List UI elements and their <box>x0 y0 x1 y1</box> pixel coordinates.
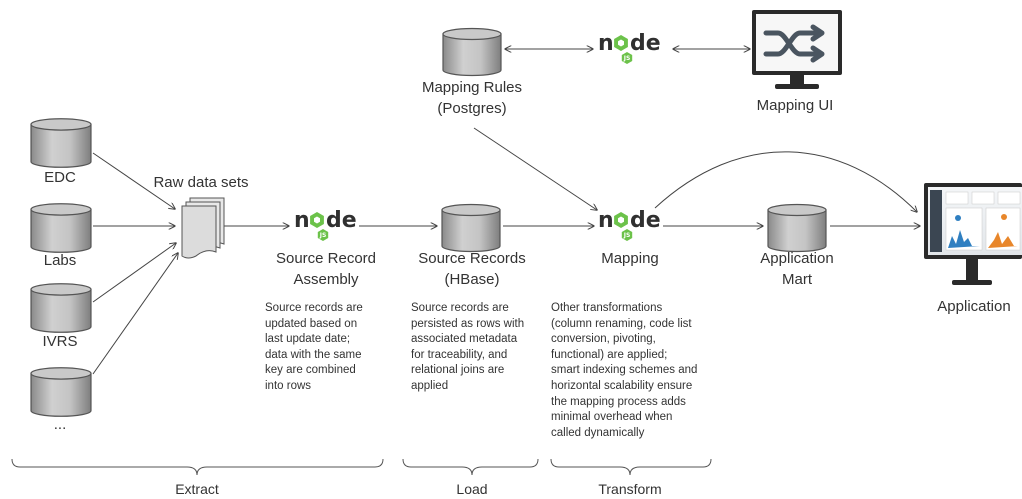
node-letter-n: n <box>598 31 614 56</box>
node-js-badge-label: JS <box>623 55 631 62</box>
mapping-ui-label: Mapping UI <box>756 97 834 114</box>
node-letters-de: de <box>630 31 661 56</box>
postgres-database-icon <box>442 27 502 77</box>
source-record-assembly-label: Source Record Assembly <box>262 248 390 290</box>
mapping-note: Other transformations (column renaming, … <box>551 302 698 439</box>
extract-bracket <box>11 458 384 476</box>
more-sources-label: ... <box>53 416 67 433</box>
load-phase-label: Load <box>456 481 488 497</box>
raw-data-sets-label: Raw data sets <box>153 174 249 191</box>
extract-phase-label: Extract <box>175 481 219 497</box>
arrow-rules-to-mapping <box>473 127 597 210</box>
mapping-label: Mapping <box>601 250 659 267</box>
source-records-hbase-note: Source records are persisted as rows wit… <box>411 302 525 392</box>
arrow-more-to-raw <box>92 253 178 375</box>
application-monitor-icon <box>924 183 1022 285</box>
node-letter-n: n <box>598 208 614 233</box>
labs-database-icon <box>30 203 92 253</box>
application-mart-database-icon <box>767 203 827 253</box>
node-js-badge-label: JS <box>623 232 631 239</box>
node-letter-n: n <box>294 208 310 233</box>
node-js-badge <box>621 52 633 64</box>
raw-data-sets-icon <box>181 197 225 259</box>
ivrs-label: IVRS <box>42 333 78 350</box>
arrow-mapping-to-application-curve <box>654 151 917 212</box>
labs-label: Labs <box>43 252 77 269</box>
mapping-rules-label: Mapping Rules (Postgres) <box>408 77 536 119</box>
application-mart-label: Application Mart <box>738 248 856 290</box>
node-js-badge <box>621 229 633 241</box>
shuffle-icon <box>763 24 825 63</box>
connectors <box>92 49 920 375</box>
edc-label: EDC <box>44 169 76 186</box>
transform-bracket <box>550 458 712 476</box>
more-sources-database-icon <box>30 367 92 417</box>
node-letters-de: de <box>630 208 661 233</box>
arrow-edc-to-raw <box>92 152 175 209</box>
source-records-hbase-line1: Source Records <box>418 250 526 267</box>
source-records-hbase-label: Source Records (HBase) <box>405 248 539 290</box>
mapping-rules-line1: Mapping Rules <box>421 79 523 96</box>
node-js-badge <box>317 229 329 241</box>
transform-phase-label: Transform <box>598 481 662 497</box>
hbase-database-icon <box>441 203 501 253</box>
source-record-assembly-line2: Assembly <box>293 271 359 288</box>
phase-brackets <box>11 458 712 476</box>
edc-database-icon <box>30 118 92 168</box>
ivrs-database-icon <box>30 283 92 333</box>
source-record-assembly-note: Source records are updated based on last… <box>265 302 363 392</box>
node-letters-de: de <box>326 208 357 233</box>
application-label: Application <box>937 298 1011 315</box>
load-bracket <box>402 458 539 476</box>
node-js-badge-label: JS <box>319 232 327 239</box>
source-record-assembly-line1: Source Record <box>275 250 377 267</box>
application-mart-line2: Mart <box>782 271 812 288</box>
source-records-hbase-line2: (HBase) <box>444 271 500 288</box>
arrow-ivrs-to-raw <box>92 243 176 303</box>
mapping-ui-monitor-icon <box>752 10 842 89</box>
mapping-rules-line2: (Postgres) <box>437 100 507 117</box>
application-mart-line1: Application <box>760 250 834 267</box>
